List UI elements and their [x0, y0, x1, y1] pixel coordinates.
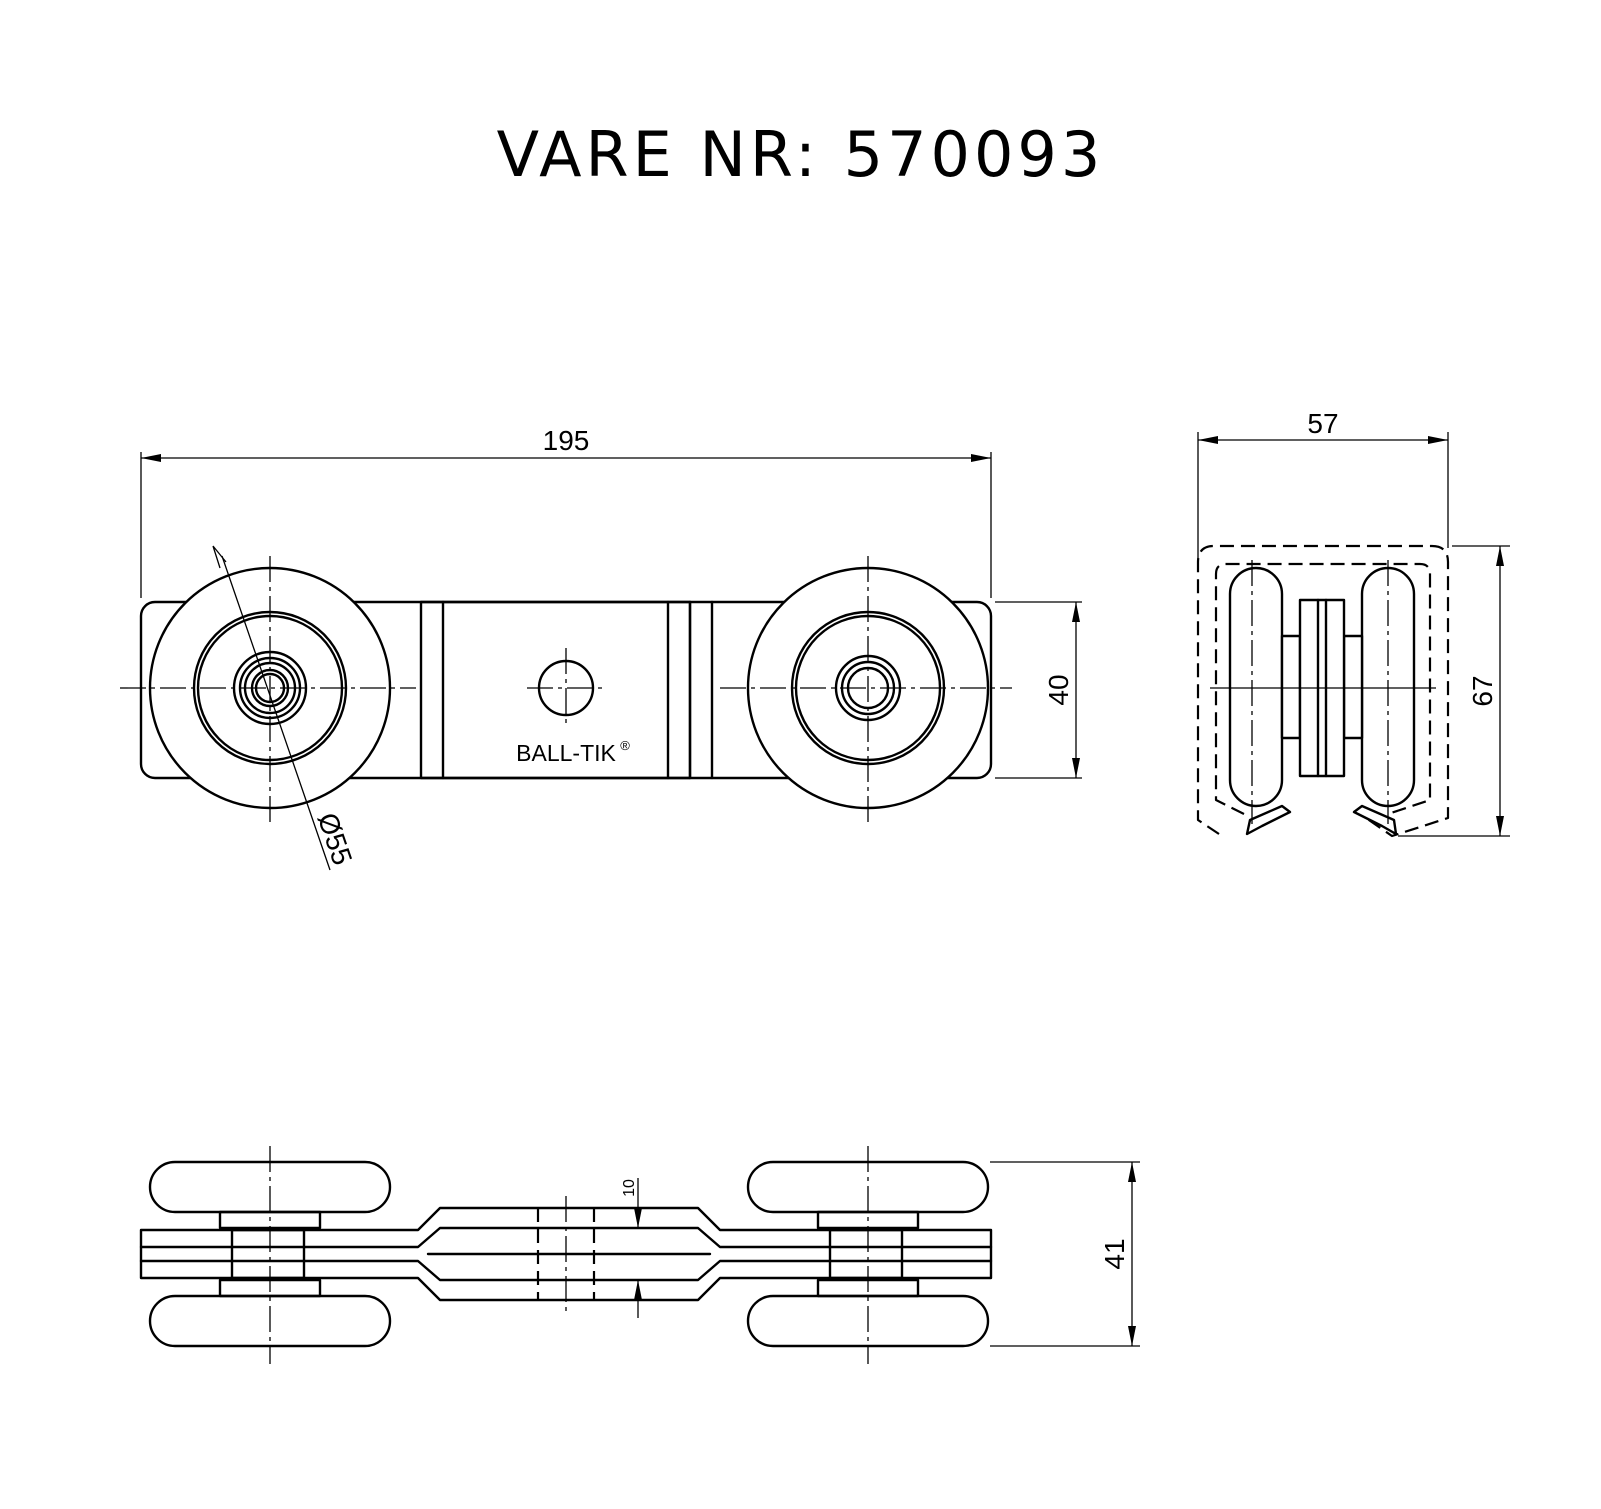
brand-label: BALL-TIK — [516, 740, 616, 766]
side-view: 57 67 — [1196, 408, 1510, 838]
front-view: BALL-TIK ® 195 40 Ø55 — [120, 425, 1082, 871]
dim-side-height: 67 — [1467, 675, 1498, 706]
dim-bottom-height: 41 — [1099, 1238, 1130, 1269]
brand-registered-mark: ® — [620, 738, 630, 753]
dim-side-width: 57 — [1307, 408, 1338, 439]
dim-bottom-gap: 10 — [621, 1179, 638, 1197]
side-left-wheel — [1228, 566, 1284, 808]
dim-wheel-diameter: Ø55 — [312, 809, 359, 869]
dim-overall-length: 195 — [543, 425, 590, 456]
bottom-plate-outline — [139, 1206, 993, 1302]
rail-profile-outer — [1196, 544, 1450, 838]
rail-profile-inner — [1214, 562, 1432, 816]
dim-body-height: 40 — [1043, 674, 1074, 705]
bottom-view: 10 41 — [139, 1146, 1140, 1364]
drawing-title: VARE NR: 570093 — [496, 118, 1105, 191]
